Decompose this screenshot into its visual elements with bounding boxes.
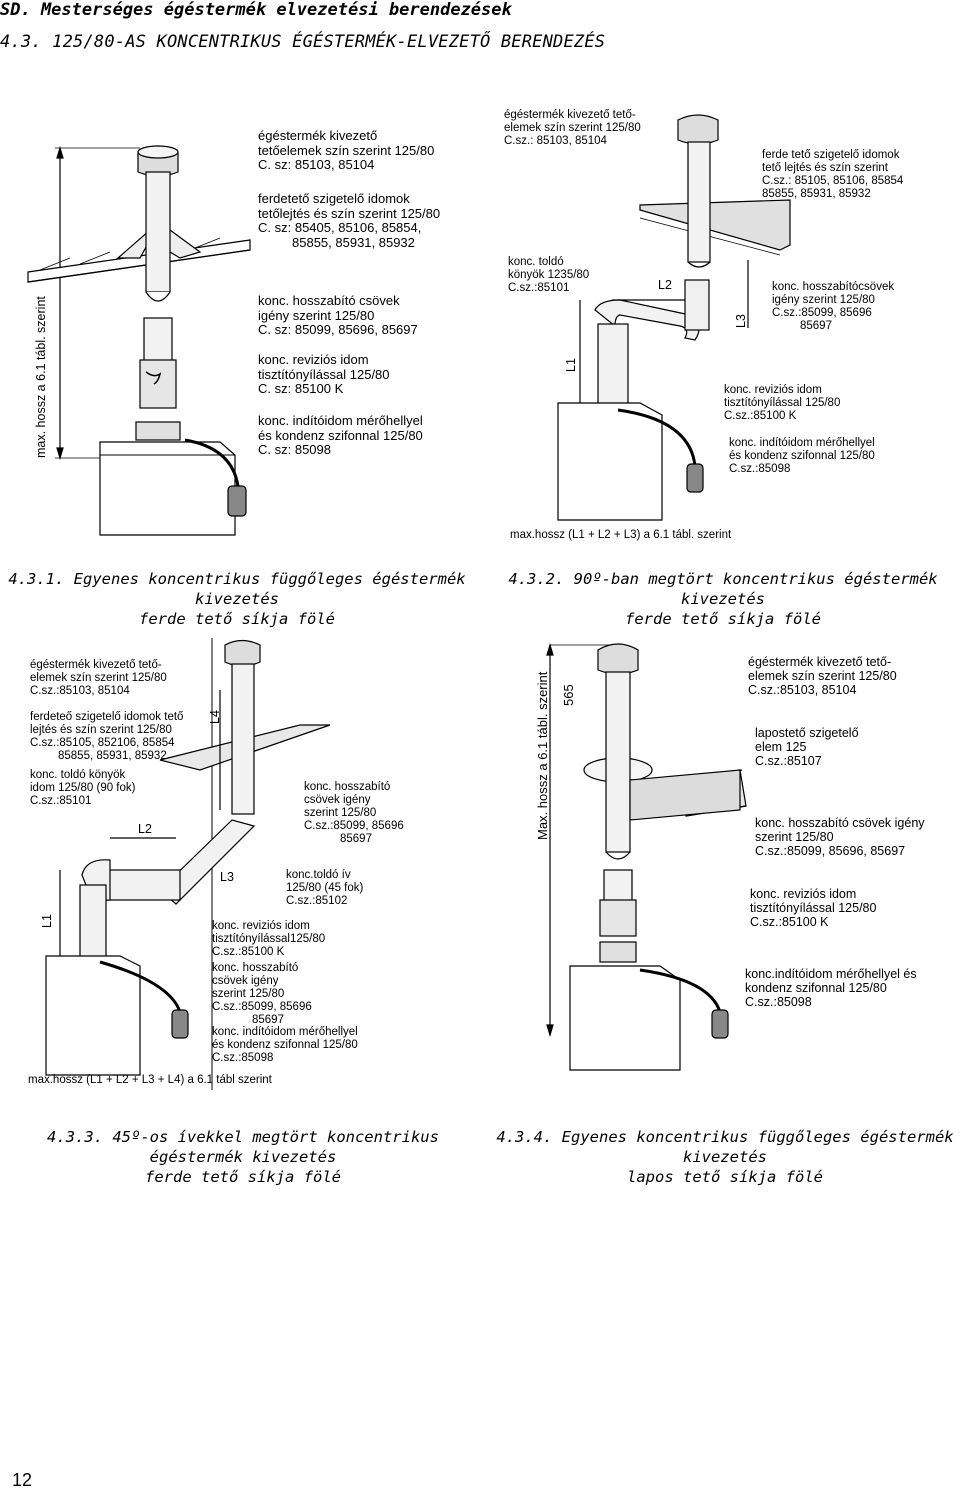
fig2-dim-L3: L3 [734, 314, 748, 328]
fig3-dim-L4: L4 [208, 710, 222, 724]
figure-4-3-1: max. hossz a 6.1 tábl. szerint égéstermé… [0, 0, 480, 620]
figure-4-3-2: L1 L2 L3 [490, 100, 960, 550]
page-number: 12 [12, 1470, 33, 1490]
fig4-dim-565: 565 [561, 684, 576, 706]
section-header: SD. Mesterséges égéstermék elvezetési be… [0, 0, 512, 20]
fig4-caption: 4.3.4. Egyenes koncentrikus függőleges é… [496, 1128, 954, 1186]
figure-4-3-4: Max. hossz a 6.1 tábl. szerint 565 [510, 630, 960, 1100]
fig3-caption: 4.3.3. 45º-os ívekkel megtört koncentrik… [47, 1128, 439, 1186]
fig3-bottom-label: max.hossz (L1 + L2 + L3 + L4) a 6.1 tábl… [28, 1074, 272, 1086]
fig3-label-1: égéstermék kivezető tető-elemek szín sze… [30, 659, 167, 697]
fig3-dim-L3: L3 [220, 870, 234, 884]
figure-4-3-3-drawing [45, 638, 331, 1090]
fig2-bottom-label: max.hossz (L1 + L2 + L3) a 6.1 tábl. sze… [510, 529, 732, 541]
fig1-caption: 4.3.1. Egyenes koncentrikus függőleges é… [8, 570, 466, 628]
fig1-side-label: max. hossz a 6.1 tábl. szerint [34, 296, 48, 458]
fig3-dim-L2: L2 [138, 822, 152, 836]
fig2-label-1: égéstermék kivezető tető-elemek szín sze… [504, 109, 641, 147]
figure-4-3-2-drawing [557, 114, 791, 521]
figure-4-3-4-drawing [546, 642, 747, 1071]
fig3-dim-L1: L1 [40, 914, 54, 928]
figure-4-3-3: L1 L2 L3 L4 [0, 630, 480, 1090]
fig4-label-1: égéstermék kivezető tető-elemek szín sze… [748, 655, 897, 697]
figure-4-3-1-drawing [27, 145, 251, 536]
fig2-dim-L2: L2 [658, 278, 672, 292]
fig2-dim-L1: L1 [564, 358, 578, 372]
fig4-side-label: Max. hossz a 6.1 tábl. szerint [535, 671, 550, 840]
fig2-caption: 4.3.2. 90º-ban megtört koncentrikus égés… [508, 570, 938, 628]
subsection-title: 4.3. 125/80-AS KONCENTRIKUS ÉGÉSTERMÉK-E… [0, 32, 606, 52]
